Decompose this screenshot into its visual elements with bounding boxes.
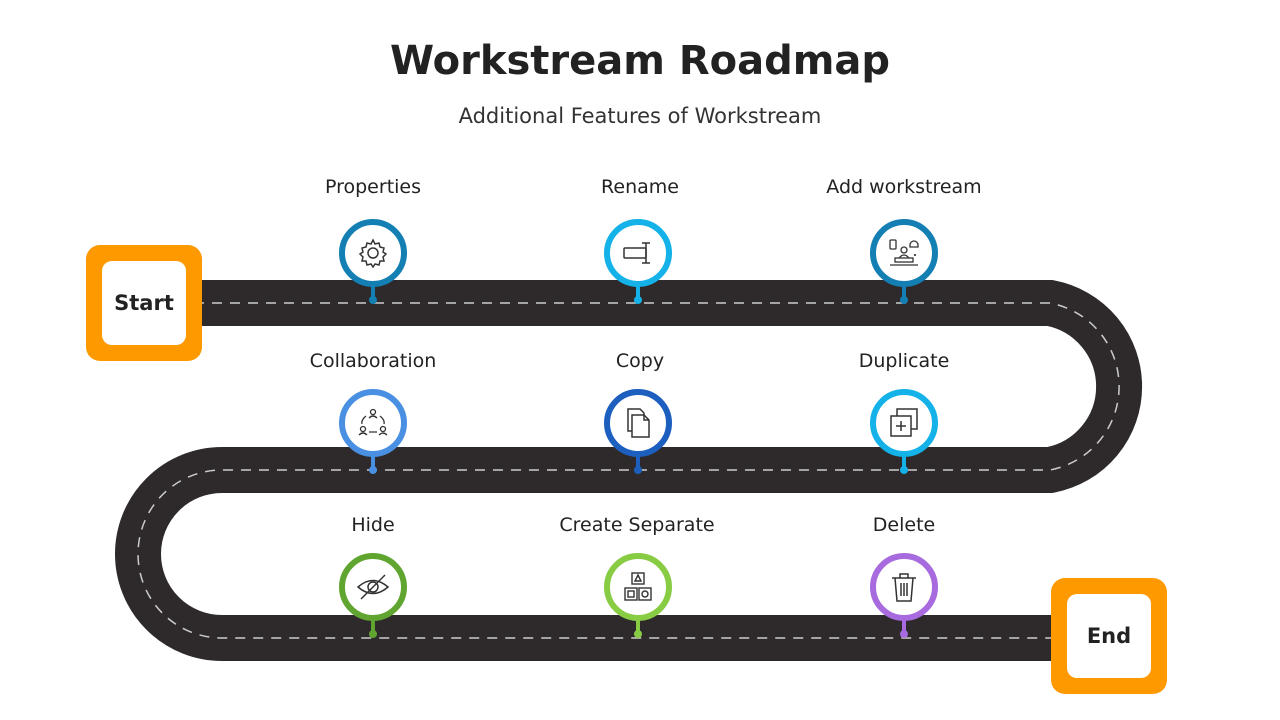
step-label-rename: Rename [601, 176, 679, 198]
blocks-icon [624, 572, 652, 601]
gear-icon [358, 238, 388, 269]
page-subtitle: Additional Features of Workstream [458, 104, 822, 128]
step-pin-add-workstream [870, 219, 938, 311]
step-pin-collaboration [339, 389, 407, 481]
step-label-collaboration: Collaboration [309, 350, 437, 372]
collaboration-icon [358, 408, 388, 436]
hide-icon [356, 574, 390, 600]
end-marker: End [1051, 578, 1167, 694]
step-label-duplicate: Duplicate [858, 350, 950, 372]
page-title: Workstream Roadmap [389, 38, 891, 84]
step-pin-properties [339, 219, 407, 311]
step-pin-copy [604, 389, 672, 481]
step-pin-create-separate [604, 553, 672, 645]
start-marker: Start [86, 245, 202, 361]
step-pin-rename [604, 219, 672, 311]
start-label: Start [102, 261, 186, 345]
step-label-add-workstream: Add workstream [826, 176, 982, 198]
step-pin-delete [870, 553, 938, 645]
step-label-delete: Delete [872, 514, 936, 536]
step-pin-duplicate [870, 389, 938, 481]
step-label-hide: Hide [351, 514, 395, 536]
rename-icon [623, 242, 650, 264]
road-surface [115, 280, 1143, 661]
step-label-create-separate: Create Separate [559, 514, 715, 536]
step-label-properties: Properties [324, 176, 422, 198]
trash-icon [892, 573, 916, 602]
workstream-icon [889, 239, 919, 266]
duplicate-icon [890, 408, 918, 437]
step-label-copy: Copy [615, 350, 665, 372]
step-pin-hide [339, 553, 407, 645]
end-label: End [1067, 594, 1151, 678]
copy-icon [627, 408, 650, 438]
